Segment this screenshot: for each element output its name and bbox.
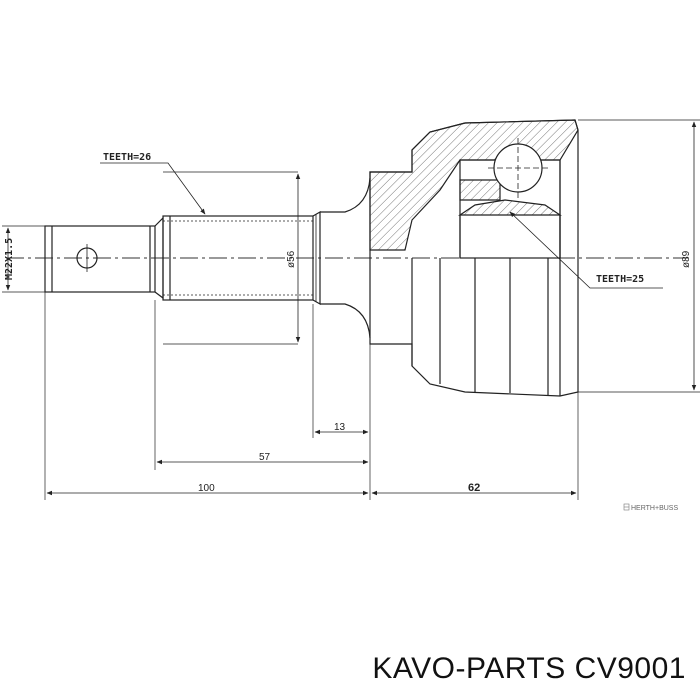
product-caption: KAVO-PARTS CV9001 bbox=[372, 652, 686, 685]
watermark-logo-icon bbox=[623, 503, 630, 511]
dim-62-label: 62 bbox=[468, 482, 480, 494]
thread-label: M22X1.5 bbox=[4, 238, 15, 280]
dim-57-label: 57 bbox=[259, 452, 271, 463]
diam-spline-label: ø56 bbox=[286, 250, 297, 268]
inner-race bbox=[458, 138, 562, 259]
dimension-lines bbox=[5, 121, 697, 496]
dim-13-label: 13 bbox=[334, 422, 346, 433]
teeth-shaft-label: TEETH=26 bbox=[103, 152, 151, 163]
watermark: HERTH+BUSS bbox=[623, 503, 678, 512]
teeth-inner-label: TEETH=25 bbox=[596, 274, 644, 285]
leader-lines bbox=[100, 162, 663, 289]
extension-lines bbox=[2, 119, 700, 500]
dim-100-label: 100 bbox=[198, 483, 215, 494]
shaft-neck bbox=[320, 177, 371, 339]
svg-text:HERTH+BUSS: HERTH+BUSS bbox=[631, 505, 678, 512]
splined-shaft bbox=[162, 210, 321, 306]
diam-housing-label: ø89 bbox=[681, 250, 692, 268]
